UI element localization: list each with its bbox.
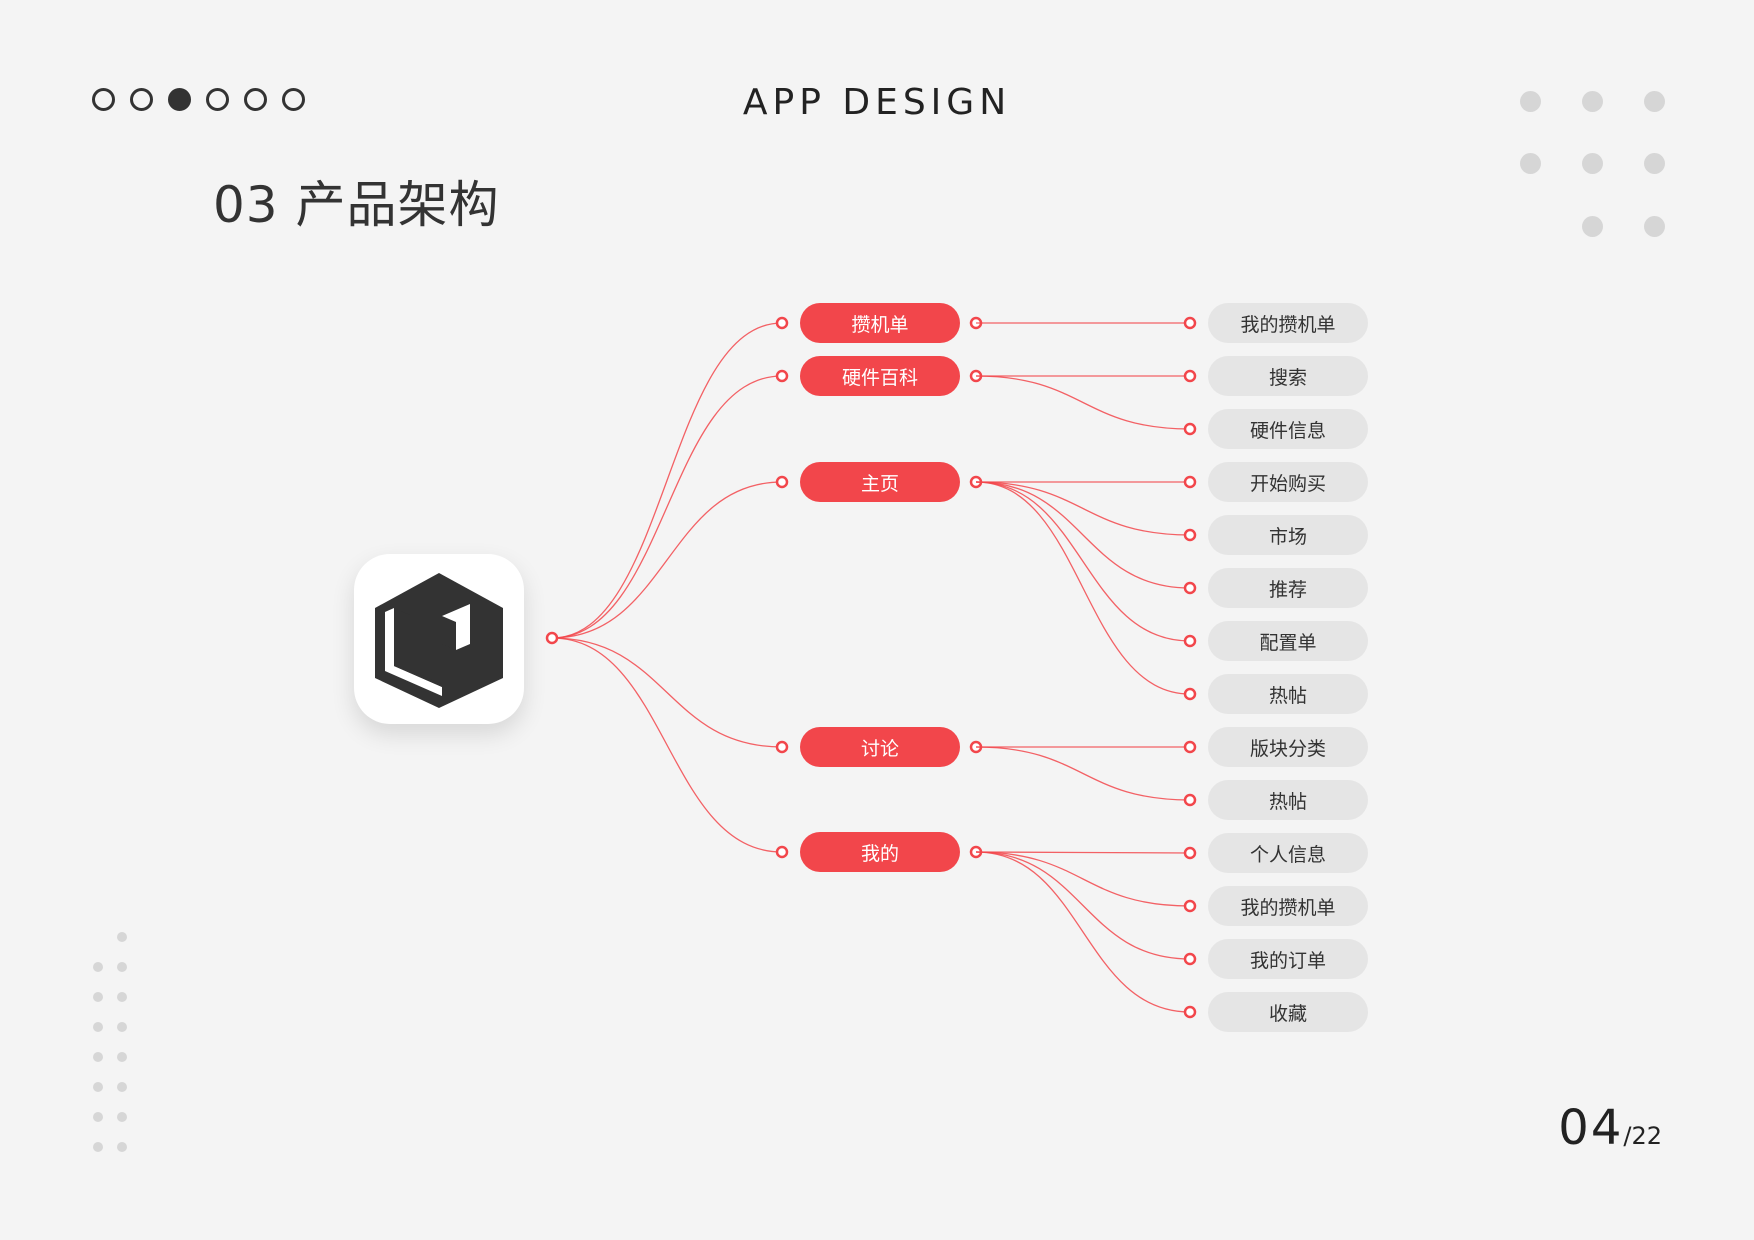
root-to-category-connector <box>551 375 783 639</box>
leaf-node[interactable]: 我的攒机单 <box>1208 303 1368 343</box>
category-node[interactable]: 主页 <box>800 462 960 502</box>
leaf-node-dot <box>1183 581 1197 595</box>
page-current: 04 <box>1558 1100 1624 1156</box>
decor-dot <box>93 962 103 972</box>
leaf-node[interactable]: 热帖 <box>1208 674 1368 714</box>
category-left-node <box>775 845 789 859</box>
leaf-node[interactable]: 版块分类 <box>1208 727 1368 767</box>
page-indicator-dot[interactable] <box>206 88 229 111</box>
section-title: 03 产品架构 <box>213 176 500 234</box>
root-to-category-connector <box>551 637 783 853</box>
decor-dot <box>93 1082 103 1092</box>
decor-dot <box>93 1052 103 1062</box>
page-indicator <box>92 88 305 114</box>
leaf-node-dot <box>1183 687 1197 701</box>
category-to-leaf-connector <box>975 481 1191 536</box>
leaf-node[interactable]: 搜索 <box>1208 356 1368 396</box>
category-to-leaf-connector <box>975 746 1191 801</box>
category-left-node <box>775 740 789 754</box>
category-left-node <box>775 369 789 383</box>
decor-dot <box>117 1052 127 1062</box>
category-left-node <box>775 316 789 330</box>
page-total: /22 <box>1623 1122 1662 1150</box>
decor-dot <box>93 1112 103 1122</box>
leaf-node-dot <box>1183 369 1197 383</box>
leaf-node[interactable]: 开始购买 <box>1208 462 1368 502</box>
page-indicator-dot-active[interactable] <box>168 88 191 111</box>
category-to-leaf-connector <box>975 481 1191 589</box>
root-to-category-connector <box>551 322 783 639</box>
leaf-node-dot <box>1183 422 1197 436</box>
decor-dot <box>1520 153 1541 174</box>
category-to-leaf-connector <box>975 851 1191 854</box>
category-node[interactable]: 硬件百科 <box>800 356 960 396</box>
category-node[interactable]: 攒机单 <box>800 303 960 343</box>
decor-dot <box>117 962 127 972</box>
leaf-node-dot <box>1183 316 1197 330</box>
brand-title: APP DESIGN <box>742 82 1012 123</box>
page-indicator-dot[interactable] <box>244 88 267 111</box>
leaf-node[interactable]: 推荐 <box>1208 568 1368 608</box>
leaf-node[interactable]: 收藏 <box>1208 992 1368 1032</box>
decor-dot <box>93 1142 103 1152</box>
leaf-node-dot <box>1183 475 1197 489</box>
category-to-leaf-connector <box>975 481 1191 642</box>
category-to-leaf-connector <box>975 481 1191 695</box>
page-indicator-dot[interactable] <box>130 88 153 111</box>
leaf-node-dot <box>1183 1005 1197 1019</box>
decor-dot <box>117 1022 127 1032</box>
decor-dot <box>117 992 127 1002</box>
decor-dot <box>1582 216 1603 237</box>
decor-dot <box>1582 153 1603 174</box>
leaf-node[interactable]: 市场 <box>1208 515 1368 555</box>
category-node[interactable]: 讨论 <box>800 727 960 767</box>
category-to-leaf-connector <box>975 375 1191 430</box>
leaf-node-dot <box>1183 952 1197 966</box>
root-to-category-connector <box>551 481 783 639</box>
leaf-node[interactable]: 我的订单 <box>1208 939 1368 979</box>
root-node-dot <box>545 631 559 645</box>
decor-dot <box>117 1142 127 1152</box>
decor-dot <box>93 1022 103 1032</box>
category-left-node <box>775 475 789 489</box>
leaf-node-dot <box>1183 793 1197 807</box>
category-to-leaf-connector <box>975 851 1191 960</box>
leaf-node[interactable]: 热帖 <box>1208 780 1368 820</box>
decor-dot <box>1582 91 1603 112</box>
app-logo-hexagon-icon <box>354 554 524 724</box>
decor-dot <box>1644 153 1665 174</box>
category-node[interactable]: 我的 <box>800 832 960 872</box>
page-indicator-dot[interactable] <box>282 88 305 111</box>
leaf-node-dot <box>1183 528 1197 542</box>
leaf-node-dot <box>1183 740 1197 754</box>
category-to-leaf-connector <box>975 851 1191 907</box>
leaf-node[interactable]: 个人信息 <box>1208 833 1368 873</box>
decor-dot <box>117 1112 127 1122</box>
leaf-node-dot <box>1183 899 1197 913</box>
decor-dot <box>1644 216 1665 237</box>
decor-dot <box>1520 91 1541 112</box>
decor-dot <box>117 1082 127 1092</box>
category-to-leaf-connector <box>975 851 1191 1013</box>
leaf-node-dot <box>1183 634 1197 648</box>
leaf-node[interactable]: 硬件信息 <box>1208 409 1368 449</box>
page-number: 04/22 <box>1558 1100 1662 1156</box>
root-to-category-connector <box>551 637 783 748</box>
decor-dot <box>117 932 127 942</box>
leaf-node[interactable]: 我的攒机单 <box>1208 886 1368 926</box>
decor-dot <box>1644 91 1665 112</box>
leaf-node-dot <box>1183 846 1197 860</box>
decor-dot <box>93 992 103 1002</box>
leaf-node[interactable]: 配置单 <box>1208 621 1368 661</box>
page-indicator-dot[interactable] <box>92 88 115 111</box>
